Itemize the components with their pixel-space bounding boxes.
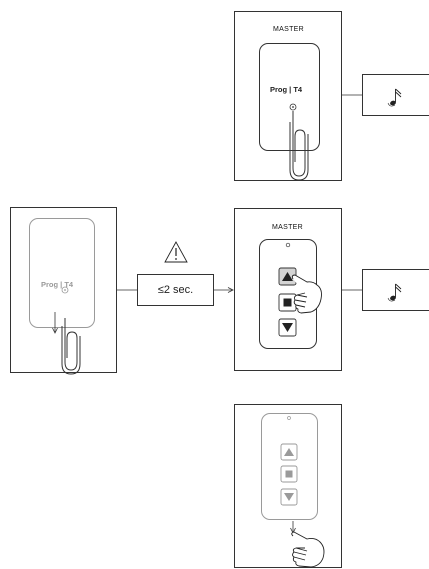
remote-buttons — [235, 209, 343, 372]
remote-buttons-faded — [235, 405, 343, 569]
step3-panel — [234, 404, 342, 568]
led-indicator-icon — [286, 243, 290, 247]
pointing-hand-icon — [292, 275, 321, 313]
stop-square-icon — [286, 471, 293, 478]
stop-square-icon — [284, 299, 292, 307]
beep-note-box-2 — [362, 269, 429, 311]
step2-master-panel: MASTER — [234, 208, 342, 371]
music-note-icon — [363, 270, 429, 312]
timing-box: ≤2 sec. — [137, 274, 214, 306]
led-indicator-icon — [288, 417, 291, 420]
pointing-hand-icon — [292, 532, 324, 567]
